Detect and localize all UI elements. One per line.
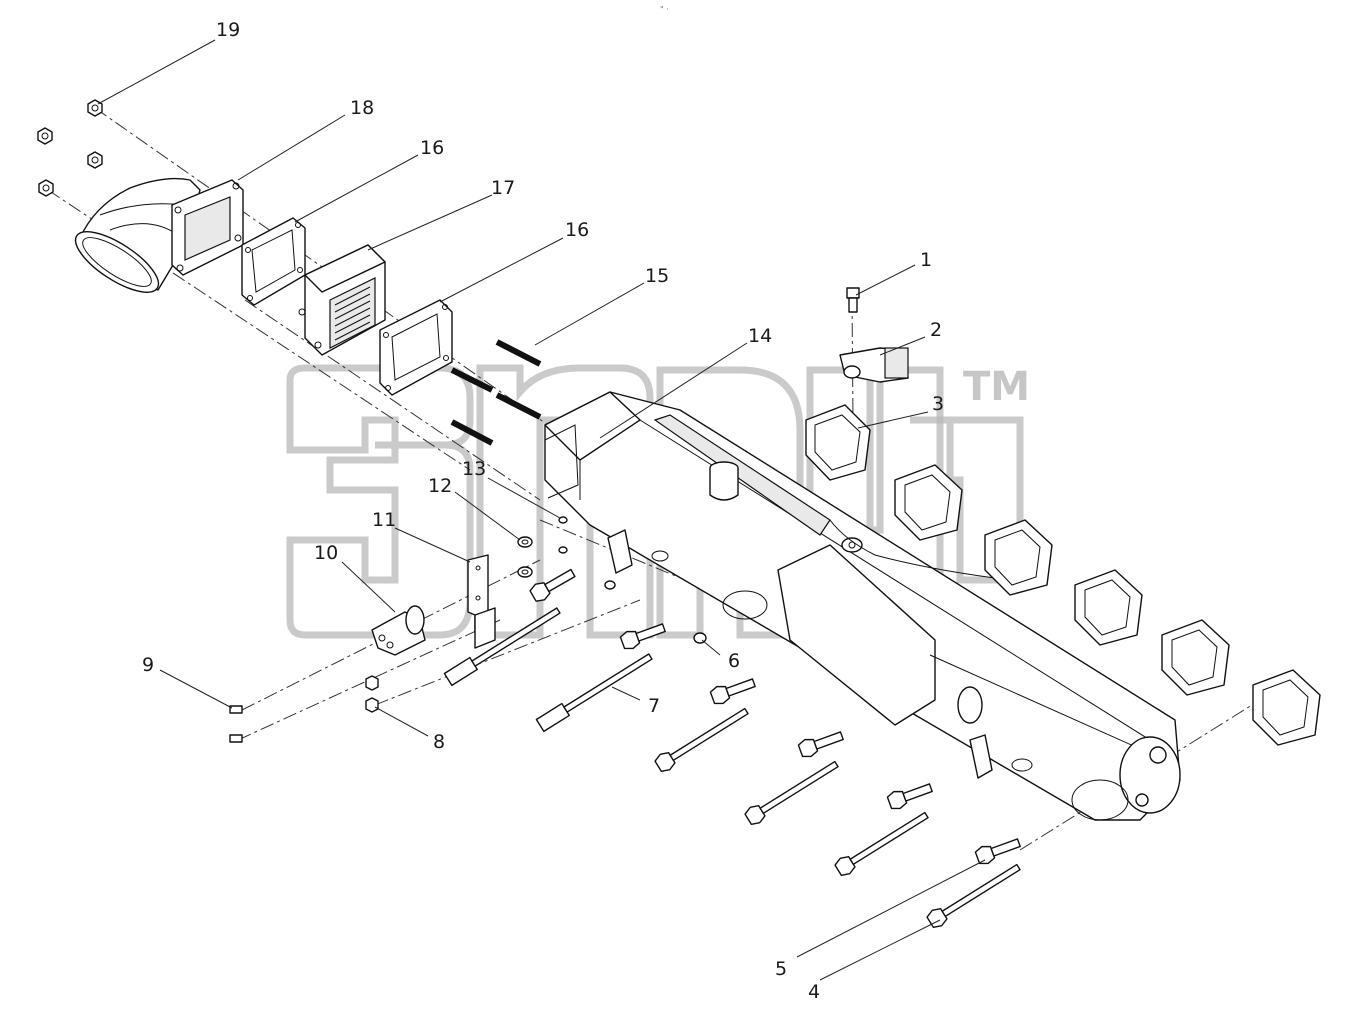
callout-16-lower: 16 [565, 219, 589, 241]
callout-19: 19 [216, 19, 240, 41]
watermark: TM [286, 364, 1030, 639]
callout-11: 11 [372, 509, 396, 531]
callout-3: 3 [932, 393, 944, 415]
heater-block [298, 244, 386, 356]
callout-17: 17 [491, 177, 515, 199]
studs [450, 339, 542, 446]
washers [517, 516, 707, 644]
callout-6: 6 [728, 650, 740, 672]
nuts [37, 99, 103, 197]
intake-manifold [544, 391, 1181, 821]
callout-leaders [97, 39, 986, 981]
callout-1: 1 [920, 249, 932, 271]
callout-2: 2 [930, 319, 942, 341]
port-gaskets [805, 404, 1321, 746]
callout-labels: 19 18 16 17 16 15 14 1 2 3 4 5 6 7 8 9 1… [142, 19, 944, 1003]
bolts [529, 568, 1021, 929]
sleeve-studs [443, 607, 653, 733]
callout-12: 12 [428, 475, 452, 497]
callout-5: 5 [775, 958, 787, 980]
bracket [467, 554, 496, 649]
callout-8: 8 [433, 731, 445, 753]
callout-13: 13 [462, 458, 486, 480]
flange [171, 179, 244, 276]
callout-9: 9 [142, 654, 154, 676]
callout-7: 7 [648, 695, 660, 717]
callout-15: 15 [645, 265, 669, 287]
gasket-upper [241, 217, 306, 306]
callout-18: 18 [350, 97, 374, 119]
watermark-tm: TM [963, 364, 1030, 410]
callout-16-upper: 16 [420, 137, 444, 159]
elbow-pipe [74, 177, 201, 293]
top-mark: " · [660, 5, 669, 14]
sensor-with-bolt [839, 287, 909, 383]
temperature-sensor [371, 605, 426, 656]
callout-4: 4 [808, 981, 820, 1003]
callout-10: 10 [314, 542, 338, 564]
gasket-lower [379, 299, 453, 396]
small-screws [229, 675, 379, 743]
callout-14: 14 [748, 325, 772, 347]
